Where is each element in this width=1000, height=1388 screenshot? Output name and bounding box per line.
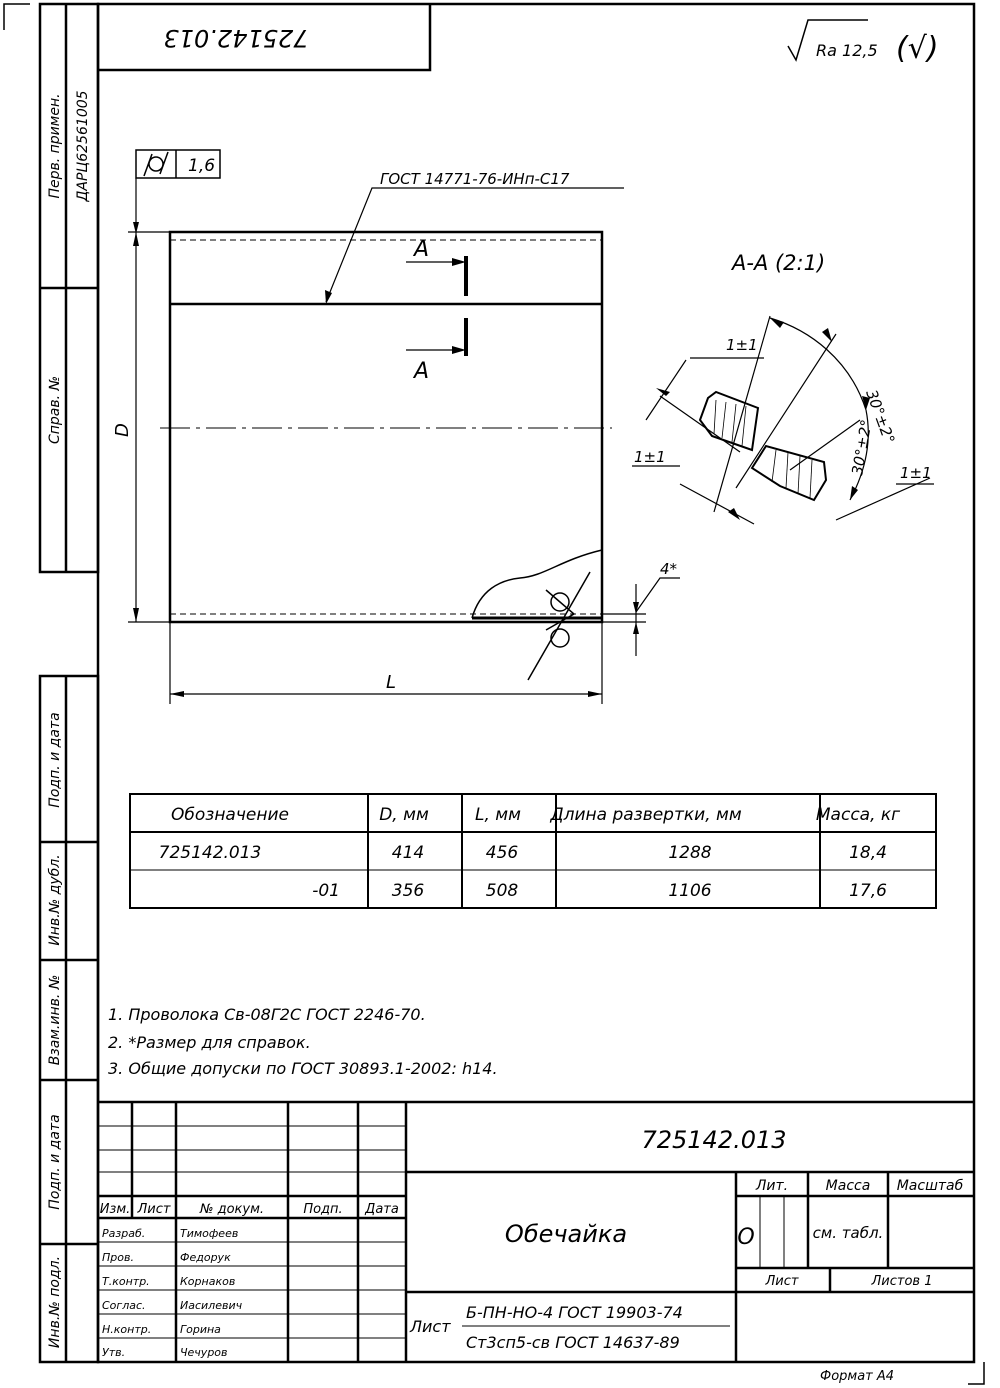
table-header-mass: Масса, кг — [816, 805, 900, 825]
dim-l-label: L — [386, 672, 396, 693]
weld-symbol — [527, 571, 591, 681]
table-header-designation: Обозначение — [171, 805, 289, 825]
role-label: Н.контр. — [102, 1323, 151, 1336]
col-header-podp: Подп. — [303, 1202, 342, 1217]
strip-perv-primen: Перв. примен. — [47, 93, 63, 198]
role-person: Чечуров — [180, 1346, 228, 1359]
left-strip — [38, 2, 100, 1364]
section-label-bottom: А — [412, 359, 429, 384]
dim-d-label: D — [112, 423, 133, 437]
table-header-length: Длина развертки, мм — [549, 805, 742, 825]
table-header-d: D, мм — [379, 805, 429, 825]
table-header-l: L, мм — [475, 805, 521, 825]
weld-leader — [325, 187, 624, 303]
section-view-title: А-А (2:1) — [730, 251, 825, 275]
col-header-data: Дата — [364, 1202, 399, 1217]
title-name: Обечайка — [505, 1220, 627, 1248]
role-label: Соглас. — [102, 1299, 146, 1312]
table-cell: 414 — [392, 843, 424, 863]
note-2: 2. *Размер для справок. — [108, 1033, 311, 1052]
dim-d — [128, 231, 170, 623]
title-designation: 725142.013 — [641, 1126, 786, 1154]
data-table-grid — [129, 793, 937, 909]
table-cell: 725142.013 — [159, 843, 262, 863]
strip-sprav: Справ. № — [47, 376, 63, 444]
title-list-label: Лист — [765, 1274, 799, 1289]
corner-mark-br — [968, 1362, 985, 1385]
roughness-rest: (√) — [896, 31, 939, 66]
col-header-izm: Изм. — [100, 1202, 131, 1217]
table-cell: 18,4 — [849, 843, 887, 863]
section-mark-bottom — [406, 318, 468, 356]
strip-podp-data-1: Подп. и дата — [47, 712, 63, 807]
table-cell: -01 — [312, 881, 340, 901]
roughness-value: Ra 12,5 — [816, 41, 878, 60]
role-label: Разраб. — [102, 1227, 145, 1240]
weld-callout: ГОСТ 14771-76-ИНп-С17 — [380, 170, 570, 188]
dim-ref-label: 4* — [660, 560, 678, 578]
strip-perv-value: ДАРЦ62561005 — [75, 90, 91, 202]
tolerance-frame — [135, 149, 221, 179]
corner-mark — [3, 3, 30, 30]
strip-podp-data-2: Подп. и дата — [47, 1114, 63, 1209]
section-view — [632, 315, 934, 525]
table-cell: 508 — [486, 881, 519, 901]
role-person: Корнаков — [180, 1275, 235, 1288]
strip-vzam-inv: Взам.инв. № — [47, 975, 63, 1066]
table-cell: 456 — [486, 843, 519, 863]
strip-inv-dubl: Инв.№ дубл. — [47, 854, 63, 945]
cylindricity-icon — [143, 151, 169, 177]
title-massa-label: Масса — [826, 1178, 871, 1194]
gap-label-2: 1±1 — [634, 448, 666, 466]
section-mark-top — [406, 256, 468, 296]
note-3: 3. Общие допуски по ГОСТ 30893.1-2002: h… — [108, 1059, 498, 1078]
role-label: Т.контр. — [102, 1275, 150, 1288]
role-label: Утв. — [102, 1346, 125, 1359]
title-block-thin — [98, 1125, 785, 1339]
tolerance-value: 1,6 — [188, 156, 215, 176]
frame-border — [96, 2, 976, 1364]
title-massa-value: см. табл. — [813, 1224, 884, 1242]
material-list-label: Лист — [409, 1317, 451, 1336]
top-stamp-box — [98, 4, 432, 72]
part-view — [160, 230, 612, 624]
title-block-grid — [98, 1100, 974, 1362]
title-lit-label: Лит. — [755, 1178, 788, 1194]
note-1: 1. Проволока Св-08Г2С ГОСТ 2246-70. — [108, 1005, 426, 1024]
title-lit-value: О — [737, 1225, 754, 1250]
dim-l — [169, 622, 603, 704]
table-cell: 1288 — [668, 843, 711, 863]
top-stamp-text: 725142.013 — [163, 24, 308, 52]
material-line-1: Б-ПН-НО-4 ГОСТ 19903-74 — [466, 1303, 683, 1322]
role-person: Федорук — [180, 1251, 231, 1264]
roughness-symbol — [787, 19, 868, 62]
title-listov-label: Листов 1 — [871, 1274, 933, 1289]
table-cell: 17,6 — [849, 881, 887, 901]
role-label: Пров. — [102, 1251, 134, 1264]
material-line-2: Ст3сп5-св ГОСТ 14637-89 — [466, 1333, 680, 1352]
dim-ref — [602, 577, 680, 656]
role-person: Иасилевич — [180, 1299, 243, 1312]
role-person: Тимофеев — [180, 1227, 238, 1240]
title-masshtab-label: Масштаб — [897, 1178, 964, 1194]
col-header-doc: № докум. — [199, 1202, 264, 1217]
strip-inv-podl: Инв.№ подл. — [47, 1256, 63, 1348]
format-label: Формат А4 — [820, 1369, 894, 1384]
section-label-top: А — [412, 237, 429, 262]
angle-label-2: 30°±2° — [848, 418, 875, 476]
col-header-list: Лист — [137, 1202, 171, 1217]
role-person: Горина — [180, 1323, 221, 1336]
table-cell: 1106 — [668, 881, 711, 901]
gap-label-3: 1±1 — [900, 464, 932, 482]
gap-label-1: 1±1 — [726, 336, 758, 354]
table-cell: 356 — [392, 881, 425, 901]
